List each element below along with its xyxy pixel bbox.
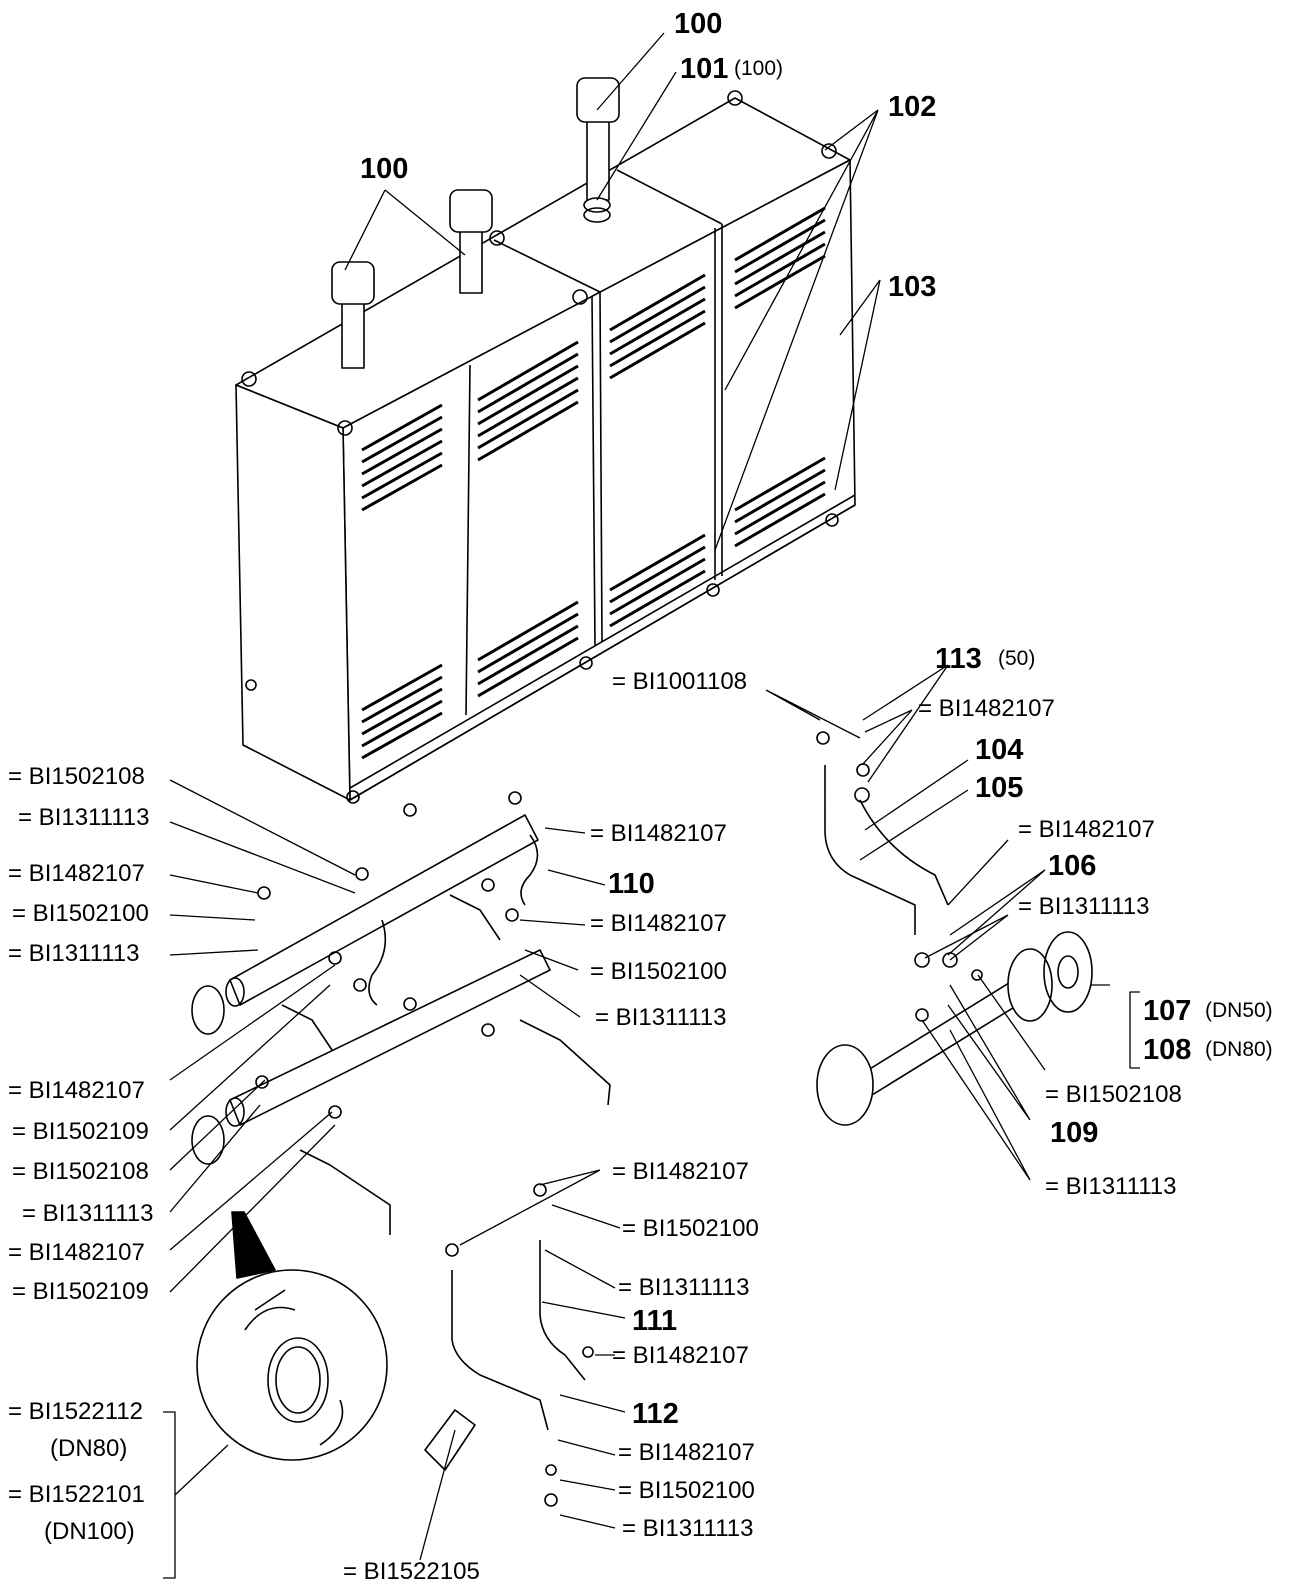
part-bi1311113-r2: = BI1311113 xyxy=(1018,893,1150,920)
part-bi1502108-r3: = BI1502108 xyxy=(1045,1081,1182,1108)
callout-109: 109 xyxy=(1050,1117,1099,1149)
part-bi1482107-l8: = BI1482107 xyxy=(8,1239,145,1266)
part-bi1311113-m6: = BI1311113 xyxy=(618,1274,750,1301)
callout-107-note: (DN50) xyxy=(1205,999,1273,1022)
part-bi1001108: = BI1001108 xyxy=(612,668,748,695)
part-bi1482107-m1: = BI1482107 xyxy=(590,820,727,847)
flange-pipe-assembly xyxy=(816,731,1093,1126)
callout-104: 104 xyxy=(975,734,1024,766)
part-bi1502109-l5: = BI1502109 xyxy=(12,1118,149,1145)
callout-101: 101 xyxy=(680,53,729,85)
part-bi1311113-l7: = BI1311113 xyxy=(22,1200,154,1227)
callout-110: 110 xyxy=(608,868,655,900)
part-bi1482107-m2: = BI1482107 xyxy=(590,910,727,937)
part-bi1502100-m9: = BI1502100 xyxy=(618,1477,755,1504)
part-bi1311113-r4: = BI1311113 xyxy=(1045,1173,1177,1200)
boiler-cabinet-assembly xyxy=(235,90,856,804)
part-bi1522105: = BI1522105 xyxy=(343,1558,480,1585)
part-bi1311113-l1: = BI1311113 xyxy=(18,804,150,831)
part-bi1482107-l2: = BI1482107 xyxy=(8,860,145,887)
part-bi1522112: = BI1522112 xyxy=(8,1398,144,1425)
ventilation-louvres xyxy=(361,206,826,760)
part-bi1502108-l6: = BI1502108 xyxy=(12,1158,149,1185)
part-bi1482107-m7: = BI1482107 xyxy=(612,1342,749,1369)
part-bi1522112-note: (DN80) xyxy=(50,1435,128,1462)
part-bi1522101: = BI1522101 xyxy=(8,1481,145,1508)
callout-102: 102 xyxy=(888,91,937,123)
callout-107: 107 xyxy=(1143,995,1192,1027)
part-bi1482107-m8: = BI1482107 xyxy=(618,1439,755,1466)
callout-101-note: (100) xyxy=(734,57,784,80)
callout-108-note: (DN80) xyxy=(1205,1038,1273,1061)
part-bi1502100-m5: = BI1502100 xyxy=(622,1215,759,1242)
part-bi1502108-l1: = BI1502108 xyxy=(8,763,145,790)
callout-103: 103 xyxy=(888,271,937,303)
callout-113-note: (50) xyxy=(998,647,1036,670)
part-bi1502100-l2: = BI1502100 xyxy=(12,900,149,927)
part-bi1311113-m10: = BI1311113 xyxy=(622,1515,754,1542)
leader-lines xyxy=(163,32,1140,1579)
part-bi1482107-l4: = BI1482107 xyxy=(8,1077,145,1104)
part-bi1311113-m3: = BI1311113 xyxy=(595,1004,727,1031)
part-bi1311113-l3: = BI1311113 xyxy=(8,940,140,967)
callout-111: 111 xyxy=(632,1305,678,1337)
flue-terminals xyxy=(331,77,620,369)
callout-113: 113 xyxy=(935,643,982,675)
part-bi1482107-r1: = BI1482107 xyxy=(918,695,1055,722)
callout-112: 112 xyxy=(632,1398,679,1430)
callout-108: 108 xyxy=(1143,1034,1192,1066)
callout-100-top: 100 xyxy=(674,8,723,40)
part-bi1502100-m2: = BI1502100 xyxy=(590,958,727,985)
part-bi1502109-l9: = BI1502109 xyxy=(12,1278,149,1305)
callout-106: 106 xyxy=(1048,850,1097,882)
part-bi1482107-m4: = BI1482107 xyxy=(612,1158,749,1185)
part-bi1522101-note: (DN100) xyxy=(44,1518,135,1545)
connection-pipes xyxy=(424,1183,594,1507)
header-manifold-assembly xyxy=(191,791,611,1235)
part-bi1482107-r2: = BI1482107 xyxy=(1018,816,1155,843)
callout-105: 105 xyxy=(975,772,1024,804)
coupling-clamp-detail xyxy=(196,1211,388,1461)
callout-100-left: 100 xyxy=(360,153,409,185)
